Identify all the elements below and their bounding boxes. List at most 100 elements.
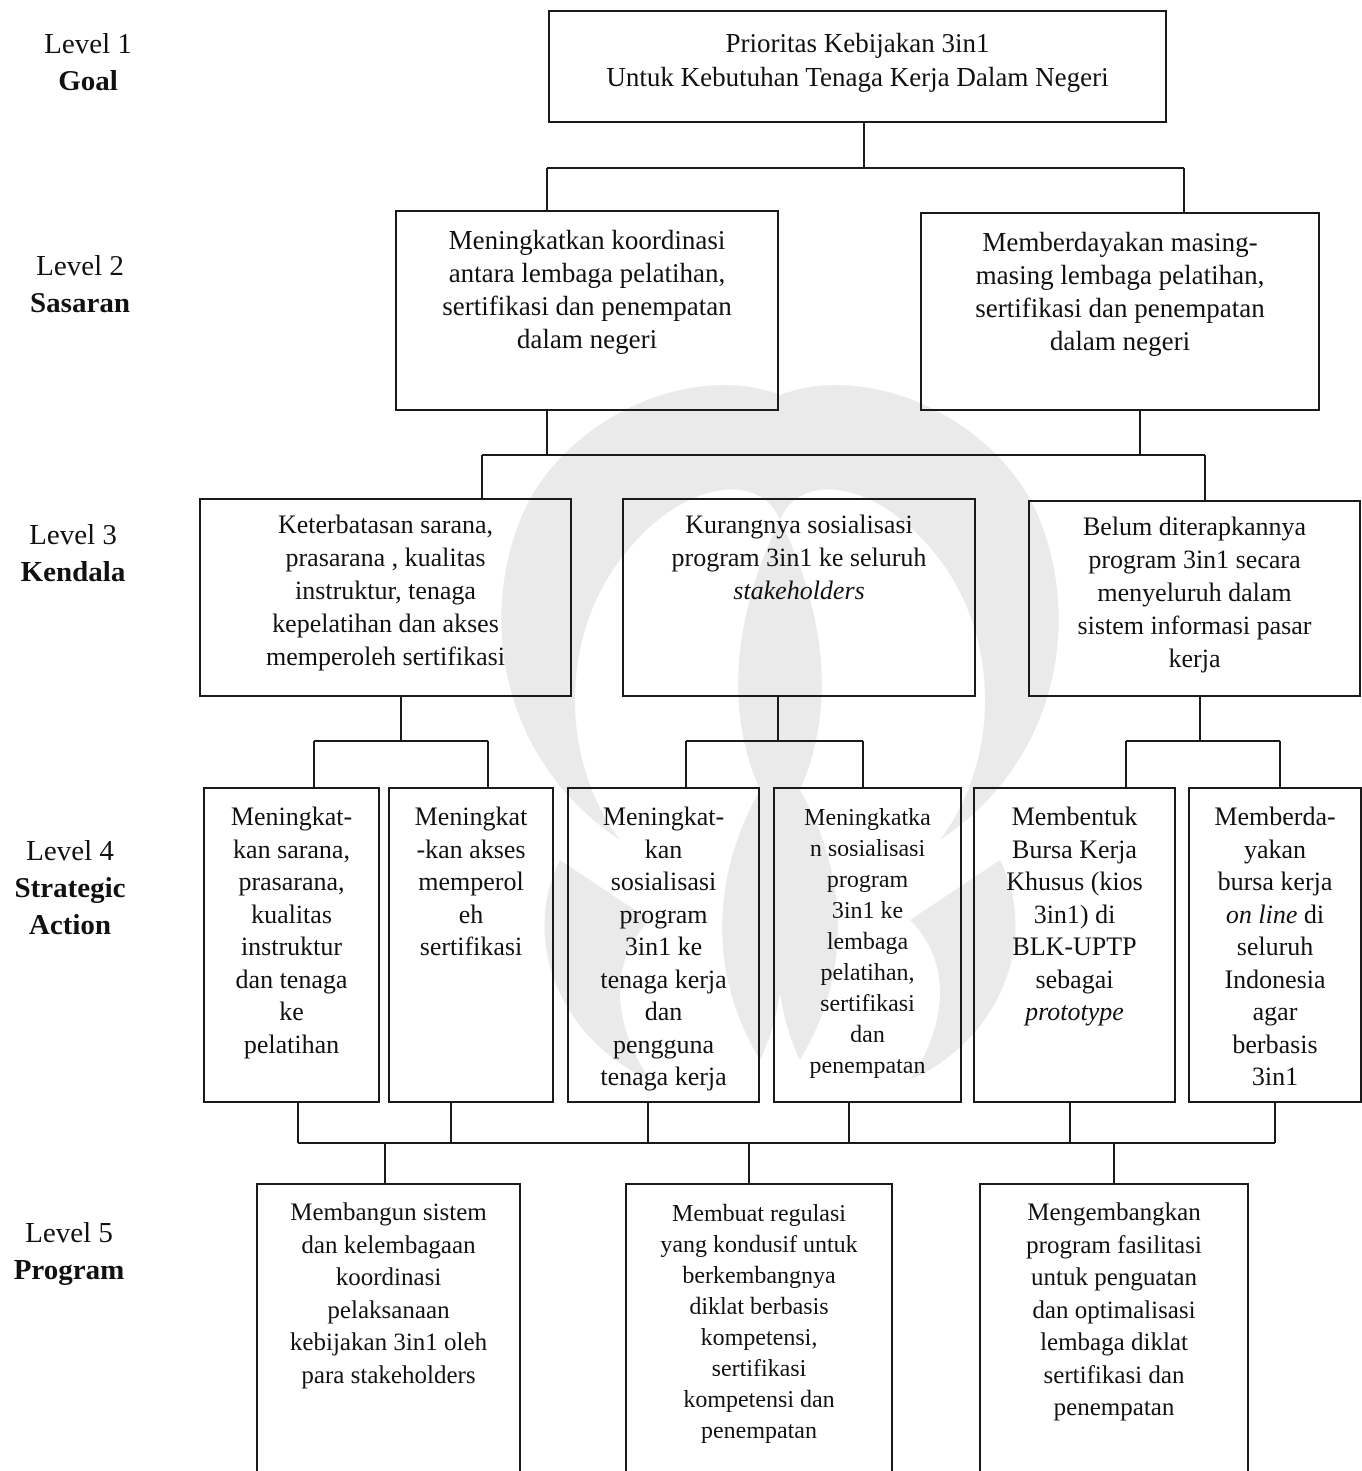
box-line: stakeholders	[733, 576, 865, 605]
program-box-3: Mengembangkan program fasilitasi untuk p…	[979, 1183, 1249, 1471]
box-line: kan sarana,	[233, 834, 350, 864]
level-name: Goal	[58, 65, 118, 97]
level-4-label: Level 4 Strategic Action	[0, 833, 140, 944]
box-line: on line di	[1225, 899, 1325, 929]
box-line: instruktur, tenaga	[295, 576, 476, 605]
box-line: 3in1) di	[1033, 899, 1116, 929]
box-line: Membangun sistem	[290, 1199, 487, 1226]
box-line: yang kondusif untuk	[660, 1232, 858, 1258]
level-name: Kendala	[20, 556, 126, 588]
strategic-action-box-4: Meningkatka n sosialisasi program 3in1 k…	[773, 787, 962, 1103]
box-line: tenaga kerja	[600, 1062, 727, 1091]
box-line: prasarana , kualitas	[285, 543, 486, 572]
box-line: lembaga	[826, 929, 909, 955]
box-line: menyeluruh dalam	[1097, 578, 1292, 607]
sasaran-box-2: Memberdayakan masing- masing lembaga pel…	[920, 212, 1320, 411]
box-line: sertifikasi	[711, 1356, 807, 1382]
program-box-1: Membangun sistem dan kelembagaan koordin…	[256, 1183, 521, 1471]
box-line: prototype	[1025, 997, 1124, 1026]
box-line: Belum diterapkannya	[1082, 512, 1307, 541]
strategic-action-box-1: Meningkat- kan sarana, prasarana, kualit…	[203, 787, 380, 1103]
box-line: sistem informasi pasar	[1077, 611, 1312, 640]
strategic-action-box-2: Meningkat -kan akses memperol eh sertifi…	[388, 787, 554, 1103]
box-line: berkembangnya	[682, 1263, 836, 1289]
box-line: n sosialisasi	[809, 836, 926, 862]
box-line: Meningkatkan koordinasi	[448, 225, 726, 255]
box-line: program 3in1 ke seluruh	[671, 543, 927, 572]
box-line: berbasis	[1232, 1029, 1318, 1059]
box-line: pelatihan,	[820, 960, 915, 986]
box-line: Memberda-	[1214, 802, 1336, 831]
box-line: pelatihan	[243, 1029, 340, 1059]
box-line: instruktur	[240, 932, 343, 961]
level-number: Level 3	[29, 519, 117, 551]
box-line: kerja	[1168, 644, 1221, 673]
box-line: Memberdayakan masing-	[982, 227, 1258, 257]
box-line: tenaga kerja	[600, 964, 727, 994]
box-line: pelaksanaan	[327, 1296, 450, 1324]
box-line: kualitas	[251, 899, 332, 929]
box-line: para stakeholders	[301, 1361, 476, 1389]
box-line: antara lembaga pelatihan,	[448, 258, 726, 288]
box-line: seluruh	[1236, 932, 1314, 961]
level-5-label: Level 5 Program	[0, 1215, 138, 1289]
box-line: Khusus (kios	[1006, 867, 1143, 896]
goal-box: Prioritas Kebijakan 3in1 Untuk Kebutuhan…	[548, 10, 1167, 123]
box-line: dalam negeri	[1049, 326, 1191, 356]
box-line: yakan	[1243, 834, 1307, 864]
box-line: diklat berbasis	[689, 1294, 829, 1320]
box-line: penempatan	[701, 1418, 817, 1444]
level-number: Level 5	[25, 1217, 113, 1249]
box-line: penempatan	[1053, 1394, 1175, 1421]
box-line: Meningkat-	[230, 802, 353, 831]
box-line: Mengembangkan	[1027, 1199, 1201, 1226]
box-line: Meningkatka	[804, 805, 931, 831]
box-line: pengguna	[612, 1029, 715, 1059]
box-line: program 3in1 secara	[1088, 545, 1301, 574]
sasaran-box-1: Meningkatkan koordinasi antara lembaga p…	[395, 210, 779, 411]
box-line: lembaga diklat	[1040, 1329, 1188, 1356]
box-line: bursa kerja	[1217, 867, 1333, 896]
box-line: memperoleh sertifikasi	[266, 642, 505, 671]
level-name: Strategic	[14, 872, 126, 904]
box-line: dan	[850, 1022, 885, 1048]
box-line: dan	[644, 997, 683, 1026]
box-line: dan optimalisasi	[1032, 1296, 1196, 1324]
box-line: 3in1 ke	[624, 932, 703, 961]
box-line: sertifikasi dan penempatan	[975, 293, 1265, 323]
box-line: dalam negeri	[516, 324, 658, 354]
box-line: Keterbatasan sarana,	[277, 510, 494, 539]
box-line: program	[826, 867, 909, 893]
level-name: Sasaran	[30, 287, 130, 319]
level-number: Level 4	[26, 835, 114, 867]
box-line: kebijakan 3in1 oleh	[289, 1329, 488, 1356]
box-line: kompetensi dan	[683, 1387, 835, 1413]
kendala-box-1: Keterbatasan sarana, prasarana , kualita…	[199, 498, 572, 697]
goal-line: Untuk Kebutuhan Tenaga Kerja Dalam Neger…	[606, 62, 1109, 92]
level-number: Level 1	[44, 28, 132, 60]
level-name: Program	[13, 1254, 125, 1286]
box-line: eh	[458, 899, 484, 929]
strategic-action-box-6: Memberda- yakan bursa kerja on line di s…	[1188, 787, 1362, 1103]
kendala-box-3: Belum diterapkannya program 3in1 secara …	[1028, 500, 1361, 697]
box-line: BLK-UPTP	[1012, 932, 1137, 961]
box-line: 3in1	[1251, 1062, 1299, 1091]
box-line: sertifikasi	[419, 932, 523, 961]
box-line: untuk penguatan	[1031, 1264, 1197, 1291]
box-line: Meningkat-	[602, 802, 725, 831]
online-text: on line	[1225, 899, 1298, 929]
program-box-2: Membuat regulasi yang kondusif untuk ber…	[625, 1183, 893, 1471]
goal-line: Prioritas Kebijakan 3in1	[725, 28, 990, 58]
box-line: Meningkat	[414, 802, 528, 831]
box-line: Bursa Kerja	[1012, 834, 1137, 864]
box-line: program fasilitasi	[1026, 1231, 1202, 1259]
box-line: ke	[279, 997, 304, 1026]
box-line: Kurangnya sosialisasi	[685, 510, 913, 539]
box-line: kepelatihan dan akses	[272, 609, 499, 638]
box-line: Membentuk	[1011, 802, 1138, 831]
box-line: program	[619, 899, 708, 929]
box-line: sebagai	[1035, 964, 1114, 994]
box-line: masing lembaga pelatihan,	[975, 260, 1265, 290]
